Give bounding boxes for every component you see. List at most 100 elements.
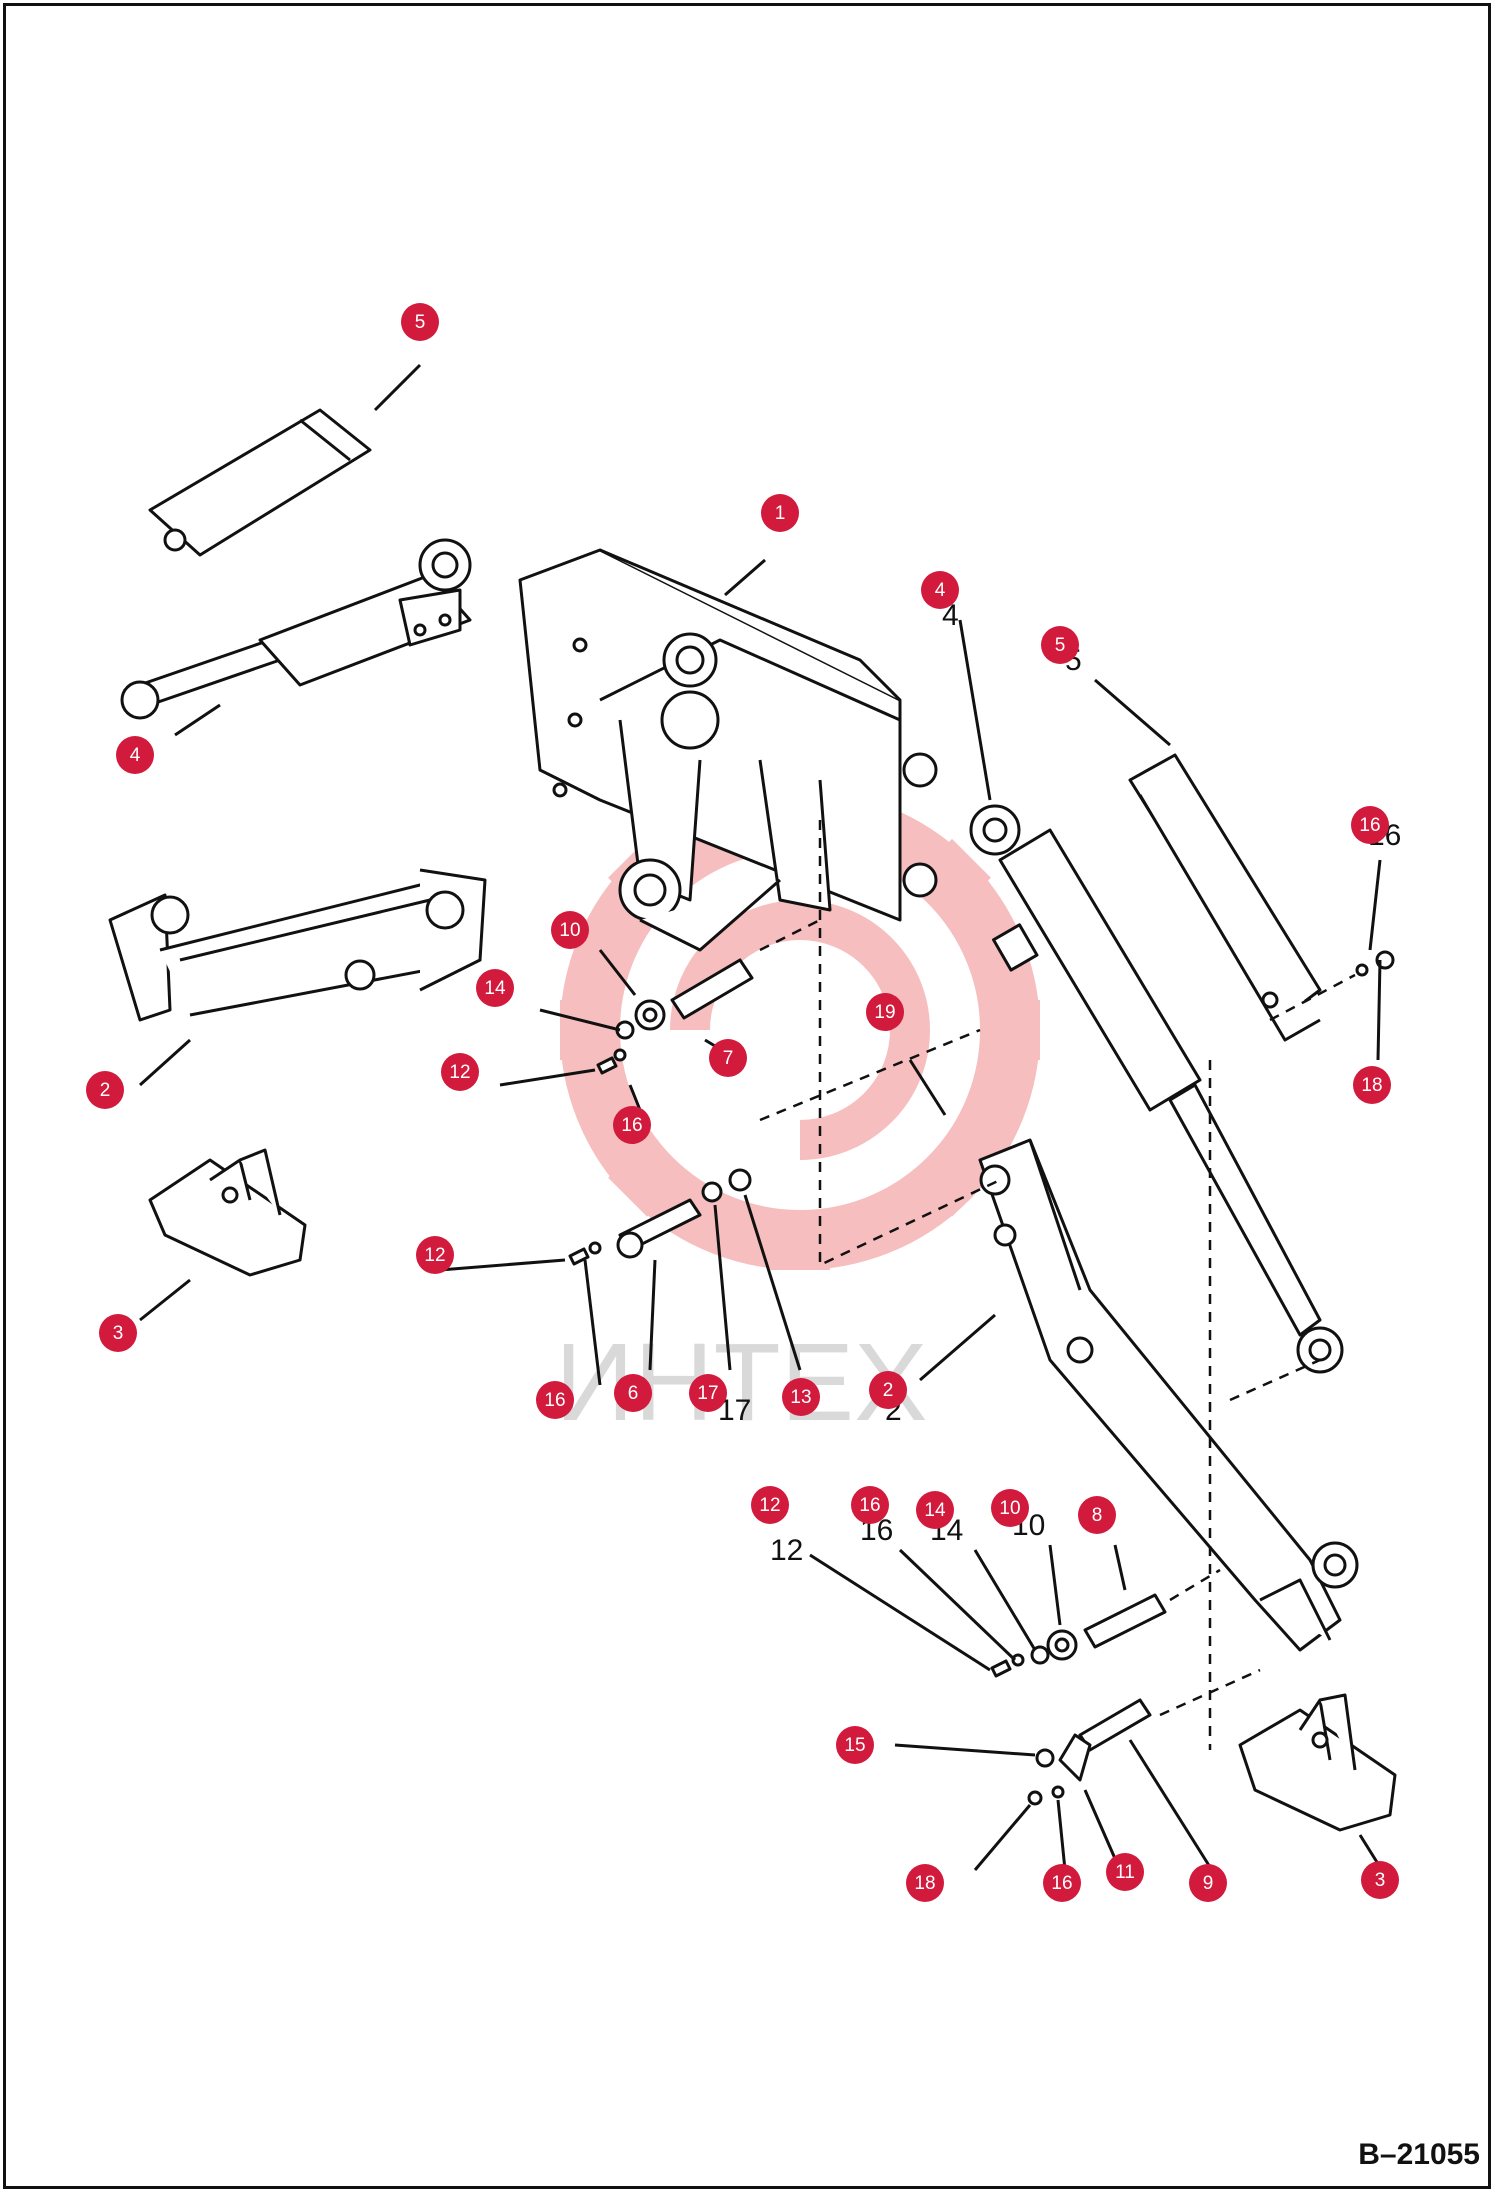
callout-label: 19	[874, 1002, 895, 1023]
callout-label: 12	[449, 1062, 470, 1083]
plain-number-12: 12	[770, 1534, 803, 1567]
drawing-number: B–21055	[1358, 2138, 1480, 2171]
callout-label: 16	[1051, 1873, 1072, 1894]
part-cylinder-left	[120, 538, 472, 720]
callout-circle	[1106, 1853, 1144, 1891]
part-arm-right	[978, 1138, 1359, 1652]
callout-label: 14	[484, 978, 506, 999]
part-nut-13	[728, 1168, 752, 1192]
callout-circle	[1078, 1496, 1116, 1534]
callout-8: 8	[1078, 1496, 1116, 1534]
callout-label: 5	[415, 312, 426, 333]
callout-1: 1	[761, 494, 799, 532]
callout-11: 11	[1106, 1853, 1144, 1891]
callout-circle	[1351, 806, 1389, 844]
callout-label: 10	[559, 920, 580, 941]
callout-17: 17	[689, 1374, 727, 1412]
callout-circle	[116, 736, 154, 774]
callout-label: 9	[1203, 1873, 1214, 1894]
callout-circle	[441, 1053, 479, 1091]
callout-label: 1	[775, 503, 786, 524]
callout-circle	[689, 1374, 727, 1412]
callout-circle	[401, 303, 439, 341]
callout-circle	[906, 1864, 944, 1902]
callout-19: 19	[866, 993, 904, 1031]
part-washer-10b	[1046, 1629, 1078, 1661]
callout-circle	[416, 1236, 454, 1274]
callout-4: 4	[116, 736, 154, 774]
callout-13: 13	[782, 1378, 820, 1416]
callout-label: 16	[621, 1115, 642, 1136]
callout-label: 18	[914, 1873, 935, 1894]
callout-circle	[1041, 626, 1079, 664]
callout-label: 4	[935, 580, 946, 601]
part-mount-left	[148, 1148, 307, 1277]
callout-circle	[99, 1314, 137, 1352]
callout-circle	[1189, 1864, 1227, 1902]
callout-circle	[782, 1378, 820, 1416]
part-mount-right	[1238, 1693, 1397, 1832]
callout-circle	[613, 1106, 651, 1144]
assembly-lines	[759, 820, 1356, 1750]
callout-circle	[991, 1489, 1029, 1527]
callout-label: 4	[130, 745, 141, 766]
callout-circle	[709, 1039, 747, 1077]
part-plate-11	[1058, 1733, 1092, 1782]
callout-label: 11	[1115, 1862, 1135, 1883]
callout-14: 14	[476, 969, 514, 1007]
callout-circle	[751, 1486, 789, 1524]
callout-16: 16	[851, 1486, 889, 1524]
part-bolt-12c	[990, 1659, 1012, 1678]
callout-3: 3	[99, 1314, 137, 1352]
callout-6: 6	[614, 1374, 652, 1412]
callout-2: 2	[86, 1071, 124, 1109]
callout-12: 12	[416, 1236, 454, 1274]
callout-circle	[866, 993, 904, 1031]
part-bolt-18b	[1027, 1790, 1043, 1806]
callout-14: 14	[916, 1491, 954, 1529]
callout-16: 16	[613, 1106, 651, 1144]
part-washer-10a	[634, 999, 666, 1031]
callout-circle	[86, 1071, 124, 1109]
callout-16: 16	[1351, 806, 1389, 844]
callout-circle	[1361, 1861, 1399, 1899]
callout-circle	[761, 494, 799, 532]
callout-label: 17	[697, 1383, 718, 1404]
callout-label: 5	[1055, 635, 1066, 656]
callout-label: 3	[1375, 1870, 1386, 1891]
callout-circle	[869, 1371, 907, 1409]
callout-4: 4	[921, 571, 959, 609]
callout-2: 2	[869, 1371, 907, 1409]
callout-circle	[836, 1726, 874, 1764]
callout-label: 13	[790, 1387, 811, 1408]
callout-5: 5	[401, 303, 439, 341]
callout-18: 18	[1353, 1066, 1391, 1104]
callout-10: 10	[551, 911, 589, 949]
part-pin-7	[670, 958, 754, 1020]
drawing-frame	[3, 3, 1491, 2189]
callout-circle	[851, 1486, 889, 1524]
part-washer-16c	[588, 1241, 602, 1255]
callout-label: 12	[424, 1245, 445, 1266]
callout-12: 12	[441, 1053, 479, 1091]
callout-label: 15	[844, 1735, 865, 1756]
callout-label: 2	[100, 1080, 111, 1101]
callout-16: 16	[536, 1381, 574, 1419]
part-washer-16b	[613, 1048, 627, 1062]
callout-3: 3	[1361, 1861, 1399, 1899]
part-swing-frame	[518, 548, 938, 952]
callout-5: 5	[1041, 626, 1079, 664]
callout-circle	[476, 969, 514, 1007]
part-washer-16a	[1355, 963, 1369, 977]
part-bolt-12a	[596, 1056, 618, 1075]
watermark-text: ИНТЕХ	[555, 1321, 927, 1444]
callout-label: 7	[723, 1048, 734, 1069]
callout-label: 16	[859, 1495, 880, 1516]
part-cover-tube-left	[148, 408, 372, 557]
callout-9: 9	[1189, 1864, 1227, 1902]
callout-15: 15	[836, 1726, 874, 1764]
callout-circle	[1353, 1066, 1391, 1104]
callout-label: 16	[1359, 815, 1380, 836]
part-washer-15	[1035, 1748, 1055, 1768]
